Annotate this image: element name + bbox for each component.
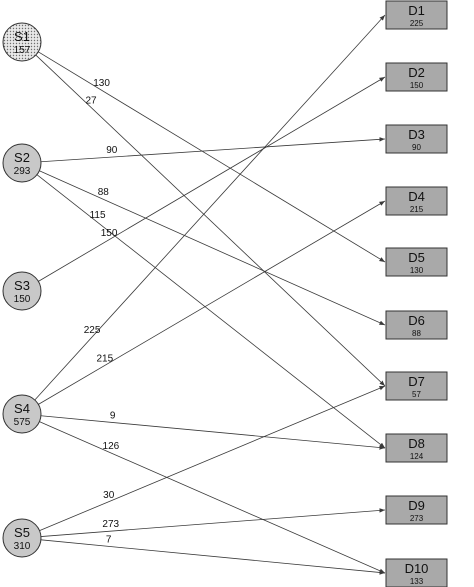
source-circle xyxy=(2,518,42,558)
flow-edge-s2-d6 xyxy=(39,170,386,326)
source-supply: 310 xyxy=(14,541,31,552)
source-supply: 575 xyxy=(14,417,31,428)
flow-label: 273 xyxy=(102,519,119,530)
flow-label: 130 xyxy=(93,78,110,89)
destination-name: D7 xyxy=(408,374,425,389)
destination-nodes: D1225D2150D390D4215D5130D688D757D8124D92… xyxy=(385,0,448,587)
source-supply: 150 xyxy=(14,294,31,305)
destination-box xyxy=(385,495,448,525)
flow-labels: 130 27 90 88 115 150 225 215 9 126 30 273 7 xyxy=(84,78,120,545)
source-circle xyxy=(2,394,42,434)
destination-box xyxy=(385,186,448,216)
flow-label: 215 xyxy=(97,354,114,365)
destination-name: D3 xyxy=(408,127,425,142)
destination-box xyxy=(385,0,448,30)
flow-label: 7 xyxy=(106,534,112,545)
destination-demand: 57 xyxy=(412,390,421,399)
destination-demand: 130 xyxy=(410,266,424,275)
flow-label: 9 xyxy=(110,410,116,421)
flow-edge-s5-d10 xyxy=(40,539,386,575)
destination-demand: 133 xyxy=(410,577,424,586)
flow-label: 225 xyxy=(84,325,101,336)
flow-edges xyxy=(34,14,386,575)
destination-box xyxy=(385,310,448,340)
source-name: S2 xyxy=(14,150,30,165)
destination-name: D5 xyxy=(408,250,425,265)
destination-demand: 88 xyxy=(412,329,421,338)
destination-box xyxy=(385,558,448,587)
source-name: S3 xyxy=(14,278,30,293)
destination-name: D9 xyxy=(408,498,425,513)
flow-edge-s2-d8 xyxy=(36,174,386,449)
flow-label: 30 xyxy=(103,490,115,501)
destination-name: D2 xyxy=(408,65,425,80)
destination-name: D4 xyxy=(408,189,425,204)
destination-demand: 215 xyxy=(410,205,424,214)
flow-edge-s4-d1 xyxy=(34,14,386,401)
flow-edge-s2-d3 xyxy=(40,137,386,163)
source-circle xyxy=(2,22,42,62)
flow-label: 88 xyxy=(98,187,110,198)
destination-box xyxy=(385,124,448,154)
destination-name: D8 xyxy=(408,436,425,451)
destination-box xyxy=(385,62,448,92)
flow-edge-s4-d8 xyxy=(40,415,386,450)
destination-demand: 124 xyxy=(410,452,424,461)
source-supply: 293 xyxy=(14,166,31,177)
flow-label: 126 xyxy=(103,441,120,452)
flow-label: 150 xyxy=(101,228,118,239)
flow-edge-s1-d7 xyxy=(35,54,386,387)
source-circle xyxy=(2,143,42,183)
source-circle xyxy=(2,271,42,311)
destination-name: D10 xyxy=(405,561,429,576)
source-name: S5 xyxy=(14,525,30,540)
flow-edge-s5-d9 xyxy=(40,508,386,537)
destination-box xyxy=(385,247,448,277)
source-name: S4 xyxy=(14,401,30,416)
destination-demand: 273 xyxy=(410,514,424,523)
flow-label: 90 xyxy=(106,145,118,156)
destination-box xyxy=(385,371,448,401)
flow-edge-s4-d4 xyxy=(38,200,386,405)
source-name: S1 xyxy=(14,29,30,44)
flow-label: 27 xyxy=(85,95,97,106)
flow-edge-s4-d10 xyxy=(39,421,386,574)
flow-edge-s3-d2 xyxy=(38,76,386,282)
source-supply: 157 xyxy=(14,45,31,56)
destination-demand: 225 xyxy=(410,19,424,28)
destination-name: D6 xyxy=(408,313,425,328)
destination-name: D1 xyxy=(408,3,425,18)
flow-label: 115 xyxy=(90,210,106,221)
flow-edge-s5-d7 xyxy=(39,385,386,532)
destination-demand: 90 xyxy=(412,143,421,152)
destination-demand: 150 xyxy=(410,81,424,90)
flow-edge-s1-d5 xyxy=(38,51,386,263)
destination-box xyxy=(385,433,448,463)
